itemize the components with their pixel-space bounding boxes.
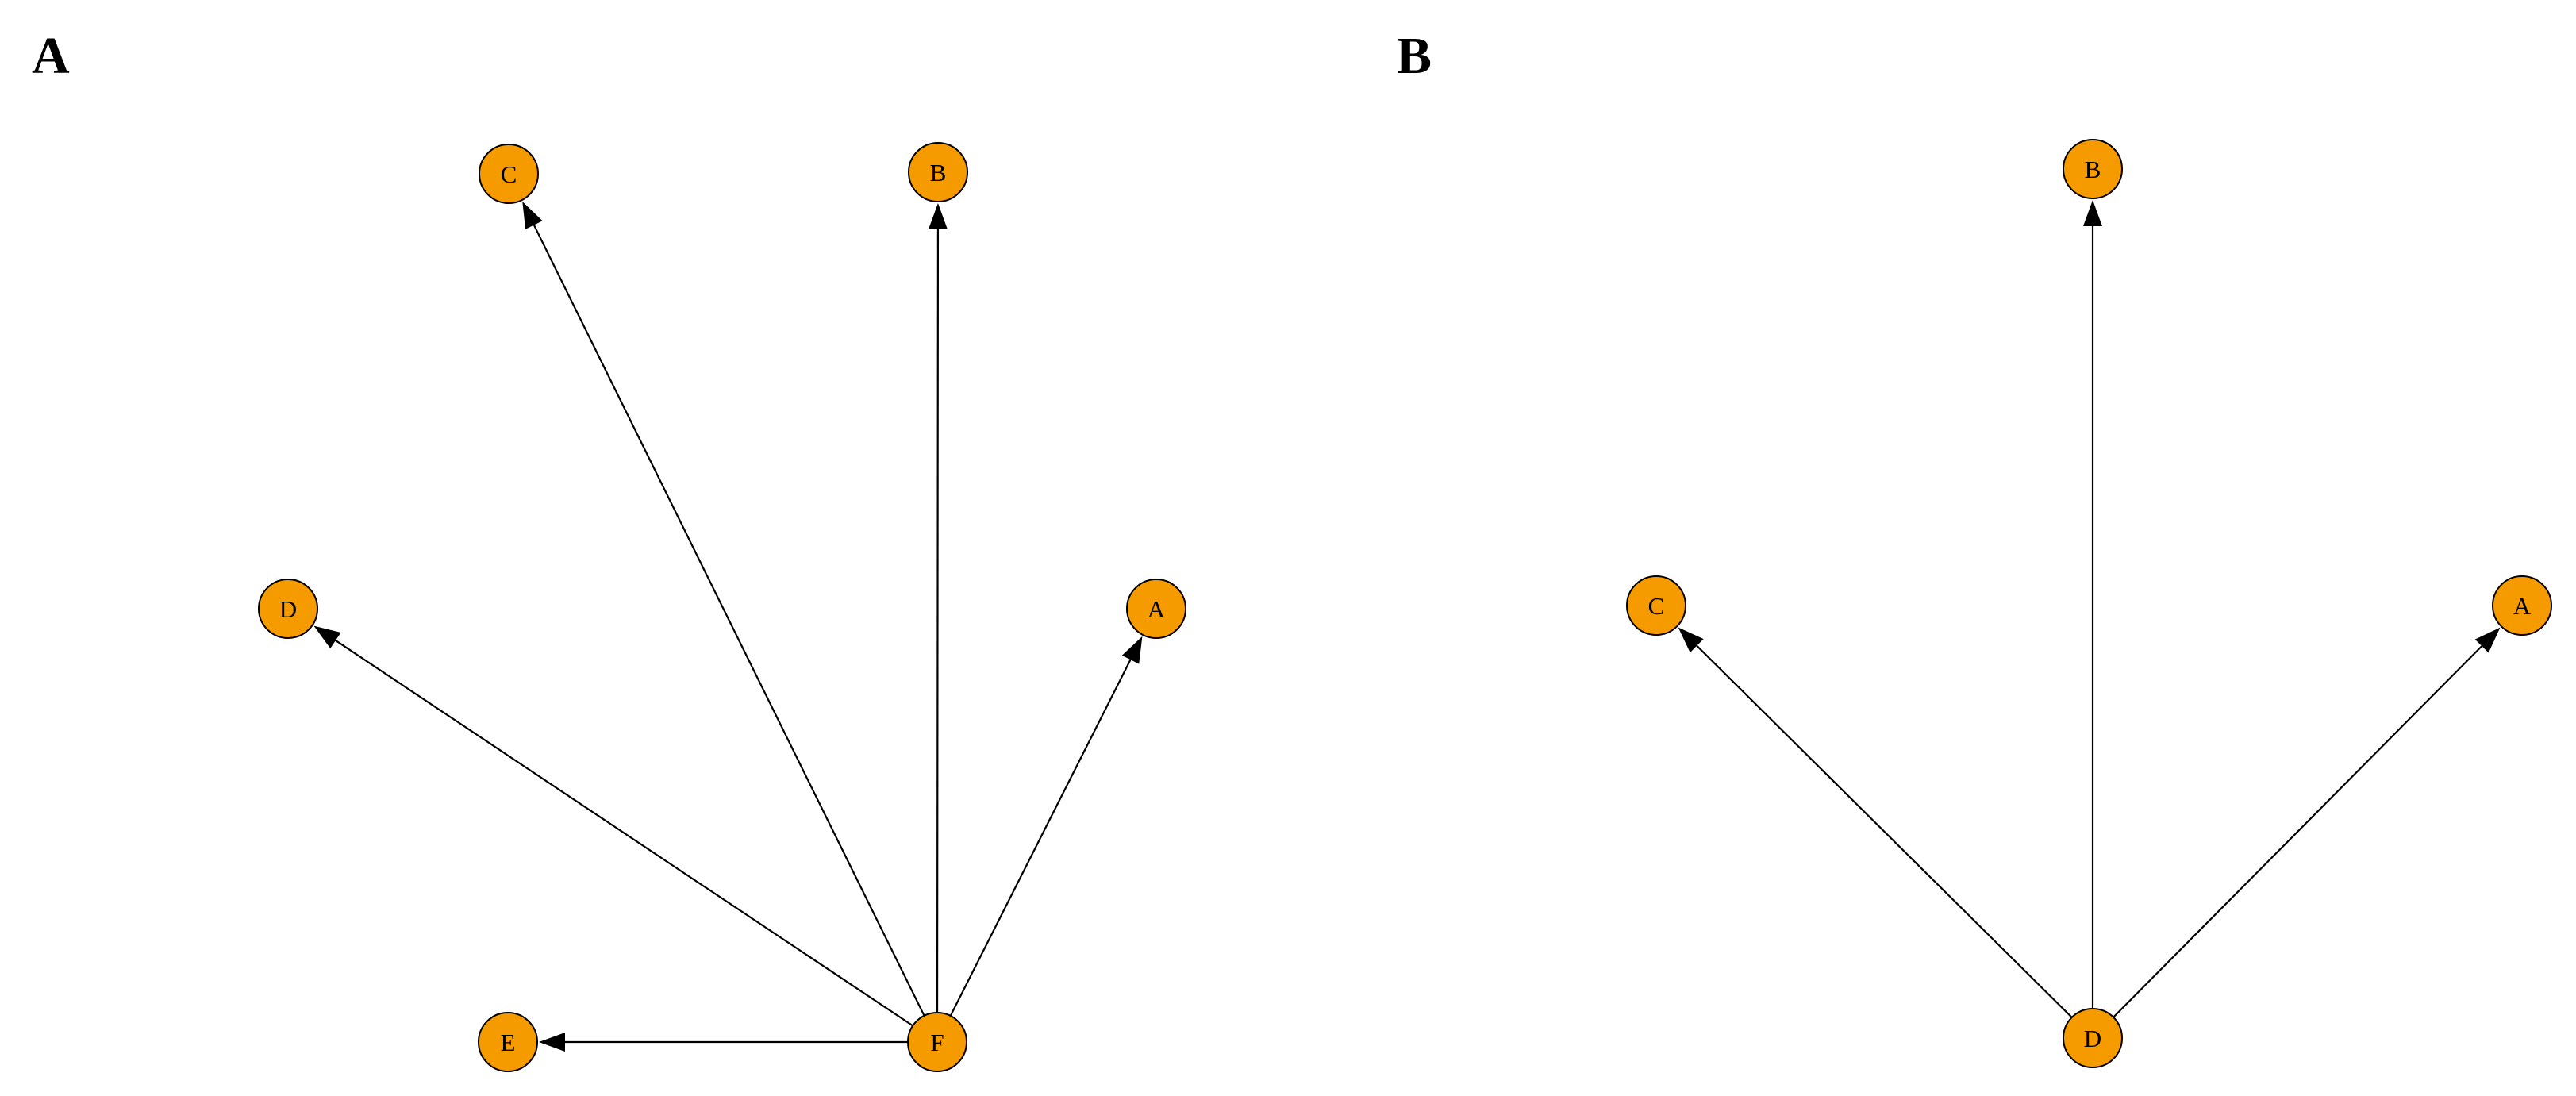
panel-a-edge-f-to-a	[949, 659, 1132, 1017]
panel-a-node-c: C	[479, 144, 539, 204]
panel-a-node-b: B	[908, 142, 968, 202]
node-label: D	[2084, 1025, 2101, 1052]
node-label: F	[930, 1029, 944, 1056]
node-circle	[1626, 575, 1686, 636]
panel-b: B B C A D	[1397, 27, 2552, 1068]
panel-b-edges	[1678, 200, 2501, 1018]
panel-a-arrowhead-b	[928, 202, 948, 230]
panel-a-label: A	[32, 27, 70, 85]
panel-b-edge-d-to-c	[1696, 644, 2073, 1018]
panel-b-arrowhead-a	[2474, 627, 2501, 653]
panel-a: A C B D A E F	[32, 27, 1186, 1072]
node-label: A	[2513, 592, 2532, 620]
node-circle	[2063, 139, 2123, 199]
node-circle	[1126, 579, 1186, 639]
panel-a-arrowhead-c	[522, 201, 543, 229]
node-circle	[2492, 575, 2552, 636]
panel-a-node-a: A	[1126, 579, 1186, 639]
panel-a-node-f: F	[907, 1012, 967, 1072]
panel-b-arrowhead-c	[1678, 627, 1704, 653]
panel-a-node-d: D	[258, 579, 318, 639]
node-label: D	[279, 595, 297, 623]
node-label: A	[1148, 595, 1166, 623]
panel-a-edges	[313, 201, 1143, 1052]
panel-b-node-b: B	[2063, 139, 2123, 199]
panel-b-node-a: A	[2492, 575, 2552, 636]
panel-a-nodes: C B D A E F	[258, 142, 1186, 1072]
panel-a-arrowhead-d	[313, 625, 341, 648]
node-label: C	[1648, 592, 1665, 620]
node-label: E	[501, 1029, 516, 1056]
node-circle	[258, 579, 318, 639]
panel-a-arrowhead-a	[1121, 636, 1143, 664]
panel-a-arrowhead-e	[539, 1033, 565, 1052]
panel-a-node-e: E	[478, 1012, 538, 1072]
node-circle	[479, 144, 539, 204]
node-circle	[478, 1012, 538, 1072]
panel-a-edge-f-to-d	[335, 640, 913, 1027]
node-label: B	[2085, 156, 2101, 183]
panel-a-edge-f-to-c	[533, 225, 925, 1017]
node-circle	[908, 142, 968, 202]
panel-b-node-d: D	[2063, 1008, 2123, 1068]
panel-a-edge-f-to-b	[936, 229, 940, 1013]
panel-b-nodes: B C A D	[1626, 139, 2552, 1068]
panel-b-arrowhead-b	[2083, 200, 2102, 226]
node-label: B	[930, 159, 947, 187]
panel-b-label: B	[1397, 27, 1432, 85]
node-circle	[2063, 1008, 2123, 1068]
panel-b-node-c: C	[1626, 575, 1686, 636]
node-circle	[907, 1012, 967, 1072]
panel-b-edge-d-to-a	[2113, 645, 2483, 1018]
node-label: C	[501, 160, 517, 188]
